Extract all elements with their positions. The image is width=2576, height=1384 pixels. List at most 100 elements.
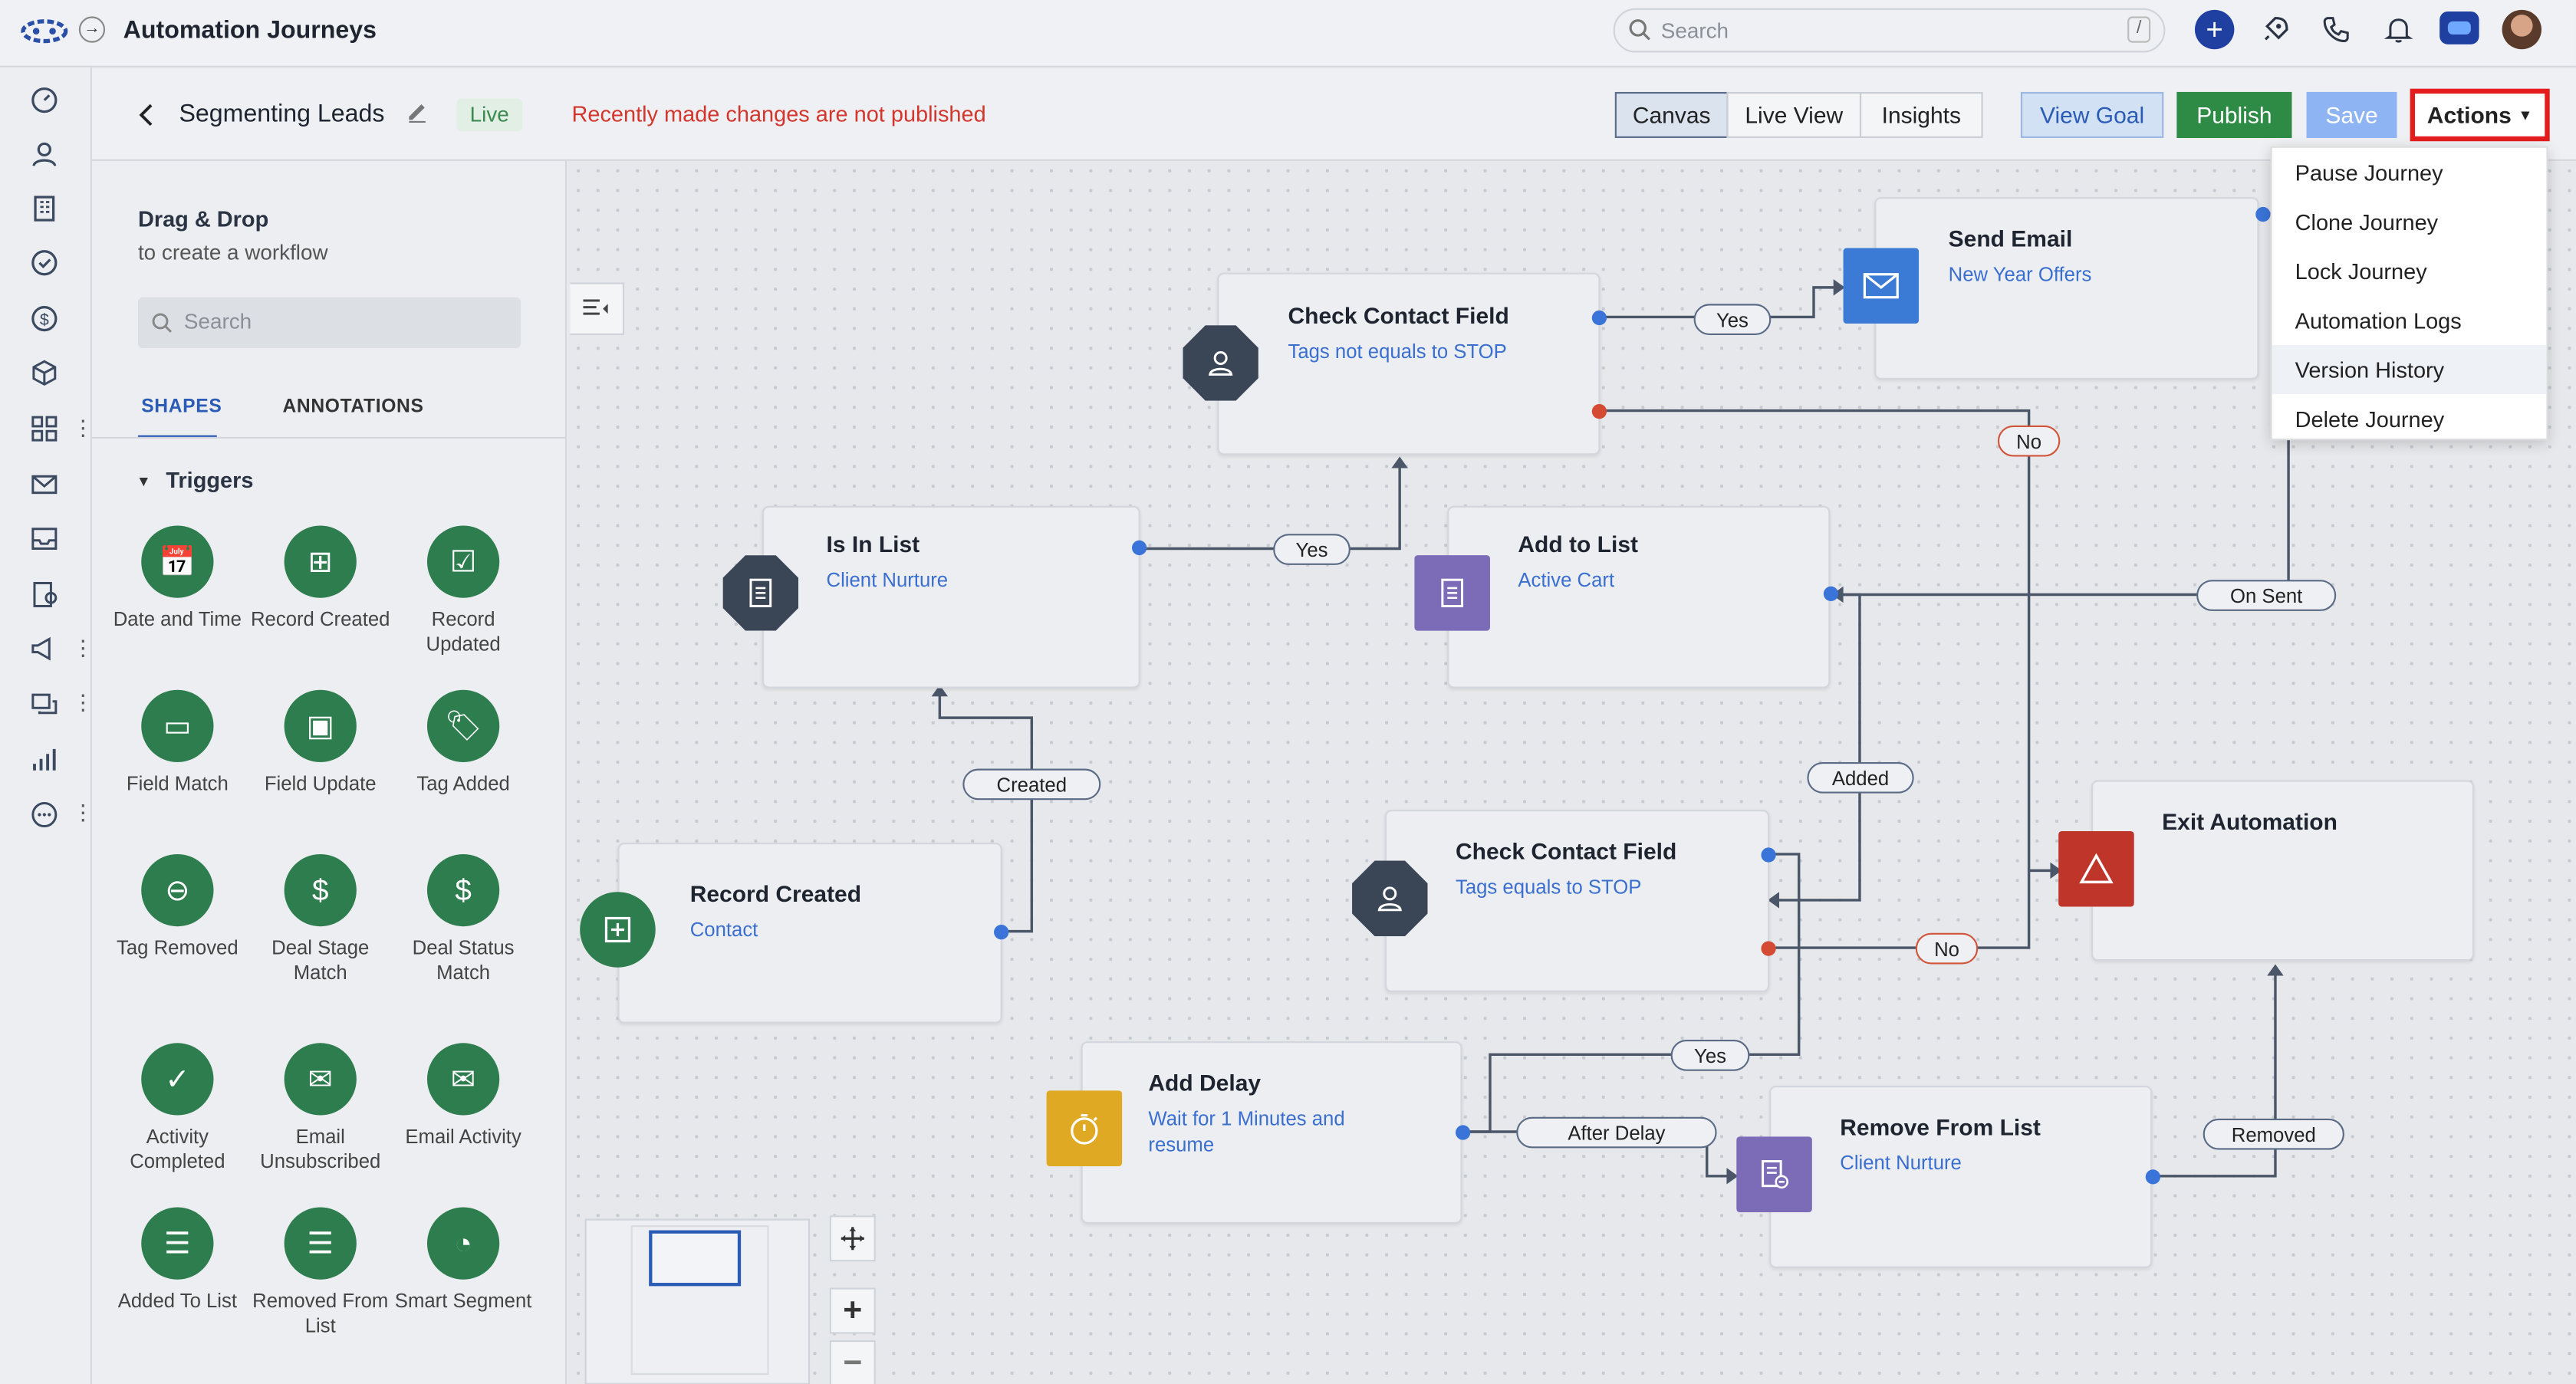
minimap-viewport[interactable]	[649, 1230, 742, 1287]
add-to-list-port[interactable]	[1823, 586, 1839, 602]
edge-label-removed[interactable]: Removed	[2203, 1118, 2344, 1150]
shape-field-match[interactable]: ▭Field Match	[107, 689, 248, 797]
actions-button[interactable]: Actions ▼	[2410, 88, 2550, 142]
shape-label: Removed From List	[252, 1289, 389, 1337]
record-created-port[interactable]	[994, 925, 1009, 940]
view-goal-button[interactable]: View Goal	[2020, 91, 2164, 138]
tab-canvas[interactable]: Canvas	[1614, 91, 1729, 138]
inbox-icon[interactable]	[28, 522, 61, 555]
assistant-icon[interactable]	[2439, 11, 2479, 44]
dashboard-icon[interactable]	[28, 84, 61, 117]
remove-from-list-port[interactable]	[2145, 1169, 2160, 1185]
contacts-icon[interactable]	[28, 138, 61, 171]
campaigns-icon[interactable]	[28, 633, 61, 666]
apps-icon[interactable]	[28, 413, 61, 445]
minimap[interactable]	[584, 1218, 811, 1384]
shapes-search-input[interactable]: Search	[137, 297, 521, 349]
company-icon[interactable]	[28, 192, 61, 225]
products-icon[interactable]	[28, 357, 61, 390]
zoom-in-button[interactable]: +	[829, 1287, 876, 1334]
check-field-1-no-port[interactable]	[1591, 403, 1607, 419]
shape-record-created[interactable]: ⊞Record Created	[250, 525, 391, 633]
shape-email-activity[interactable]: ✉Email Activity	[393, 1043, 534, 1149]
node-is-in-list[interactable]: Is In List Client Nurture	[762, 505, 1140, 689]
shape-deal-stage-match[interactable]: $Deal Stage Match	[250, 853, 391, 985]
shape-activity-completed[interactable]: ✓Activity Completed	[107, 1043, 248, 1174]
more-menu-icon[interactable]: ⋮	[72, 800, 94, 825]
apps-more-icon[interactable]: ⋮	[72, 415, 94, 441]
check-field-2-yes-port[interactable]	[1761, 847, 1776, 863]
shape-smart-segment[interactable]: ◔Smart Segment	[393, 1207, 534, 1314]
mail-icon[interactable]	[28, 468, 61, 501]
more-icon[interactable]	[28, 798, 61, 831]
node-remove-from-list[interactable]: Remove From List Client Nurture	[1769, 1085, 2153, 1268]
node-add-delay[interactable]: Add Delay Wait for 1 Minutes and resume	[1081, 1041, 1462, 1224]
menu-item-clone-journey[interactable]: Clone Journey	[2295, 209, 2439, 235]
shape-date-and-time[interactable]: 📅Date and Time	[107, 525, 248, 633]
node-add-to-list[interactable]: Add to List Active Cart	[1447, 505, 1831, 689]
bell-icon[interactable]	[2379, 10, 2418, 49]
edge-label-on-sent[interactable]: On Sent	[2196, 580, 2337, 611]
tab-shapes[interactable]: SHAPES	[141, 397, 222, 418]
reports-icon[interactable]	[28, 744, 61, 777]
check-field-1-yes-port[interactable]	[1591, 310, 1607, 326]
check-field-2-no-port[interactable]	[1761, 941, 1776, 956]
save-button[interactable]: Save	[2306, 91, 2397, 138]
app-logo[interactable]	[20, 16, 69, 46]
deals-icon[interactable]: $	[28, 302, 61, 335]
publish-button[interactable]: Publish	[2176, 91, 2292, 138]
collapse-sidebar-icon[interactable]: →	[78, 16, 106, 43]
rocket-icon[interactable]	[2255, 10, 2295, 49]
menu-item-delete-journey[interactable]: Delete Journey	[2295, 406, 2445, 432]
node-check-field-1[interactable]: Check Contact Field Tags not equals to S…	[1217, 272, 1601, 455]
shape-record-updated[interactable]: ☑Record Updated	[393, 525, 534, 657]
send-email-port[interactable]	[2255, 206, 2271, 222]
chat-icon[interactable]	[28, 689, 61, 722]
chat-more-icon[interactable]: ⋮	[72, 689, 94, 715]
shape-deal-status-match[interactable]: $Deal Status Match	[393, 853, 534, 985]
back-icon[interactable]	[135, 102, 158, 136]
add-delay-port[interactable]	[1455, 1125, 1471, 1140]
edge-label-yes[interactable]: Yes	[1693, 304, 1772, 336]
edge-label-no[interactable]: No	[1997, 425, 2061, 457]
edge-label-no[interactable]: No	[1915, 932, 1979, 965]
add-icon[interactable]: +	[2194, 9, 2235, 50]
is-in-list-port[interactable]	[1131, 540, 1147, 556]
edge-label-yes[interactable]: Yes	[1670, 1040, 1750, 1071]
menu-item-lock-journey[interactable]: Lock Journey	[2295, 258, 2427, 284]
node-check-field-2[interactable]: Check Contact Field Tags equals to STOP	[1384, 810, 1770, 992]
node-record-created[interactable]: Record Created Contact	[617, 842, 1002, 1024]
workflow-canvas[interactable]: Record Created Contact Is In List Client…	[568, 160, 2576, 1384]
edge-label-yes[interactable]: Yes	[1273, 534, 1351, 565]
shape-removed-from-list[interactable]: ☰Removed From List	[250, 1207, 391, 1339]
menu-item-pause-journey[interactable]: Pause Journey	[2295, 159, 2443, 185]
avatar[interactable]	[2502, 9, 2541, 50]
node-exit-automation[interactable]: Exit Automation	[2091, 780, 2475, 962]
shape-added-to-list[interactable]: ☰Added To List	[107, 1207, 248, 1314]
toggle-panel-icon[interactable]	[570, 282, 625, 336]
campaigns-more-icon[interactable]: ⋮	[72, 636, 94, 661]
tab-insights[interactable]: Insights	[1859, 91, 1983, 138]
menu-item-version-history[interactable]: Version History	[2272, 344, 2547, 395]
shape-tag-removed[interactable]: ⊖Tag Removed	[107, 853, 248, 961]
zoom-out-button[interactable]: −	[829, 1340, 876, 1384]
shape-email-unsubscribed[interactable]: ✉Email Unsubscribed	[250, 1043, 391, 1174]
tab-live-view[interactable]: Live View	[1726, 91, 1862, 138]
node-send-email[interactable]: Send Email New Year Offers	[1874, 197, 2259, 380]
global-search[interactable]: Search /	[1613, 8, 2166, 53]
pan-icon[interactable]	[829, 1215, 876, 1262]
edge-label-after-delay[interactable]: After Delay	[1516, 1116, 1717, 1149]
shape-tag-added[interactable]: 🏷Tag Added	[393, 689, 534, 797]
triggers-section-title[interactable]: Triggers	[166, 468, 254, 493]
edge-label-created[interactable]: Created	[962, 768, 1101, 800]
edge-label-added[interactable]: Added	[1807, 761, 1914, 794]
shape-label: Email Activity	[405, 1125, 521, 1149]
tasks-icon[interactable]	[28, 246, 61, 279]
menu-item-automation-logs[interactable]: Automation Logs	[2295, 307, 2462, 333]
phone-icon[interactable]	[2317, 10, 2356, 49]
forms-icon[interactable]	[28, 578, 61, 611]
shape-field-update[interactable]: ▣Field Update	[250, 689, 391, 797]
tab-annotations[interactable]: ANNOTATIONS	[282, 397, 424, 418]
edit-name-icon[interactable]	[406, 100, 429, 132]
triggers-toggle-icon[interactable]: ▼	[136, 472, 151, 490]
